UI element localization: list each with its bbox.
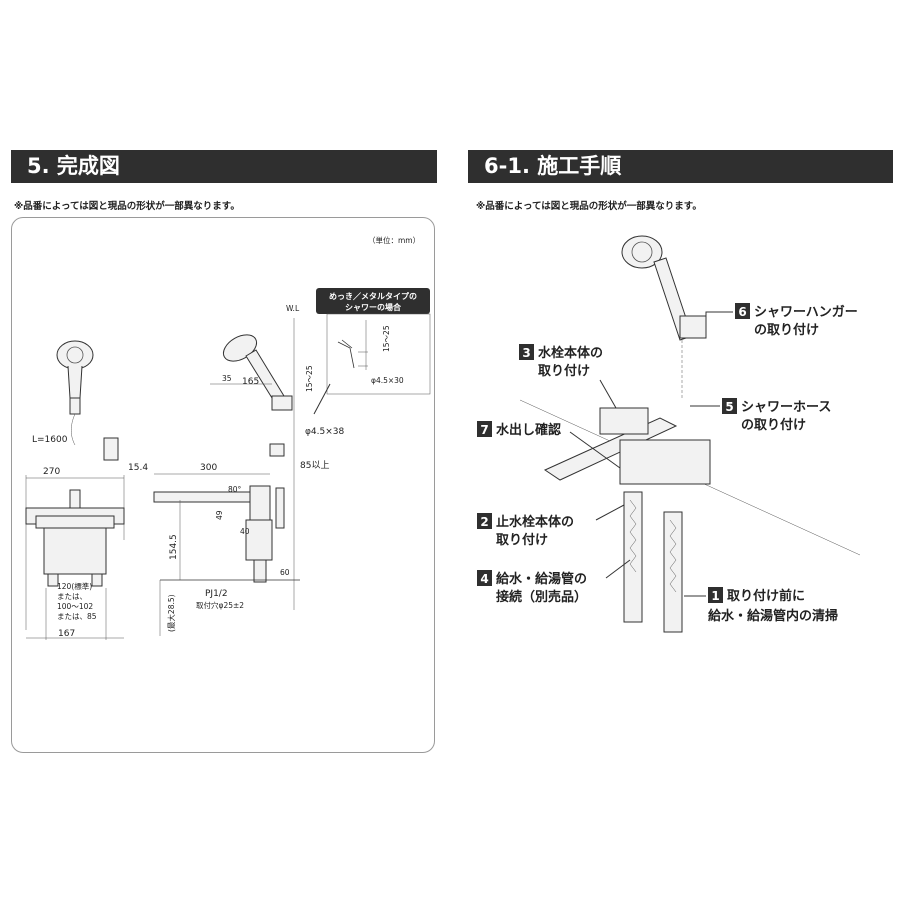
mounting-hole-label: 取付穴φ25±2 — [196, 600, 244, 610]
dim-49: 49 — [215, 510, 224, 520]
disclaimer-note: ※品番によっては図と現品の形状が一部異なります。 — [476, 201, 702, 212]
step-3-label-line1: 水栓本体の — [538, 345, 603, 361]
dim-167: 167 — [58, 629, 75, 639]
disclaimer-note: ※品番によっては図と現品の形状が一部異なります。 — [14, 201, 240, 212]
step-7-label-line1: 水出し確認 — [496, 422, 561, 438]
inset-title-line2: シャワーの場合 — [345, 302, 402, 312]
step-7-number: 7 — [480, 423, 488, 437]
dim-15-4: 15.4 — [128, 463, 148, 473]
step-1-label-line1: 取り付け前に — [727, 588, 805, 604]
step-4-number: 4 — [480, 572, 488, 586]
step-2-number: 2 — [480, 515, 488, 529]
side-view-spout-and-body — [153, 485, 285, 583]
side-view-hanger — [269, 443, 285, 457]
step-6-label-line2: の取り付け — [754, 322, 819, 338]
dim-165: 165 — [242, 377, 259, 387]
completion-drawing-panel — [11, 217, 435, 753]
step-4-label-line2: 接続（別売品） — [496, 589, 587, 605]
section-title-completion: 5. 完成図 — [11, 150, 437, 183]
dim-phi-45x38: φ4.5×38 — [305, 427, 345, 437]
unit-label: （単位：mm） — [368, 235, 420, 245]
inset-dim-15-25: 15～25 — [382, 325, 391, 352]
step-6-label-line1: シャワーハンガー — [754, 305, 858, 320]
step-6-number: 6 — [738, 305, 746, 319]
dim-300: 300 — [200, 463, 217, 473]
section-title-procedure: 6-1. 施工手順 — [468, 150, 893, 183]
pitch-line2: または、 — [57, 592, 87, 601]
dim-154-5: 154.5 — [169, 534, 179, 560]
step-1-number: 1 — [711, 589, 719, 603]
step-5-label-line1: シャワーホース — [741, 400, 831, 415]
pitch-line3: 100～102 — [57, 602, 93, 611]
inset-shower-hook — [337, 339, 355, 369]
dim-15-25: 15～25 — [305, 365, 314, 392]
dim-35: 35 — [222, 374, 232, 383]
dim-60: 60 — [280, 568, 290, 577]
metal-shower-inset: めっき／メタルタイプの シャワーの場合 15～25 φ4.5×30 — [316, 288, 431, 395]
step-4-label-line1: 給水・給湯管の — [496, 571, 587, 587]
installation-product-drawing — [519, 235, 861, 633]
step-3-number: 3 — [522, 346, 530, 360]
pitch-line1: 120(標準) — [57, 581, 92, 591]
pitch-line4: または、85 — [57, 612, 97, 621]
dim-270: 270 — [43, 467, 60, 477]
max-thickness-label: (最大28.5) — [166, 594, 176, 632]
inset-dim-phi: φ4.5×30 — [371, 376, 404, 385]
step-5-number: 5 — [725, 400, 733, 414]
dim-40: 40 — [240, 527, 250, 536]
dim-80-deg: 80° — [228, 485, 242, 494]
thread-size-label: PJ1/2 — [205, 589, 228, 599]
front-view-hanger — [103, 437, 119, 461]
water-level-label: W.L — [286, 304, 300, 313]
front-view-hand-shower — [56, 340, 94, 446]
step-1-label-line2: 給水・給湯管内の清掃 — [708, 608, 838, 624]
step-3-label-line2: 取り付け — [538, 363, 590, 379]
step-5-label-line2: の取り付け — [741, 417, 806, 433]
hose-length-label: L=1600 — [32, 435, 68, 445]
step-2-label-line1: 止水栓本体の — [496, 514, 574, 530]
inset-title-line1: めっき／メタルタイプの — [329, 291, 417, 301]
front-view-faucet-body — [25, 489, 125, 587]
dim-85-min: 85以上 — [300, 460, 329, 471]
step-2-label-line2: 取り付け — [496, 532, 548, 548]
